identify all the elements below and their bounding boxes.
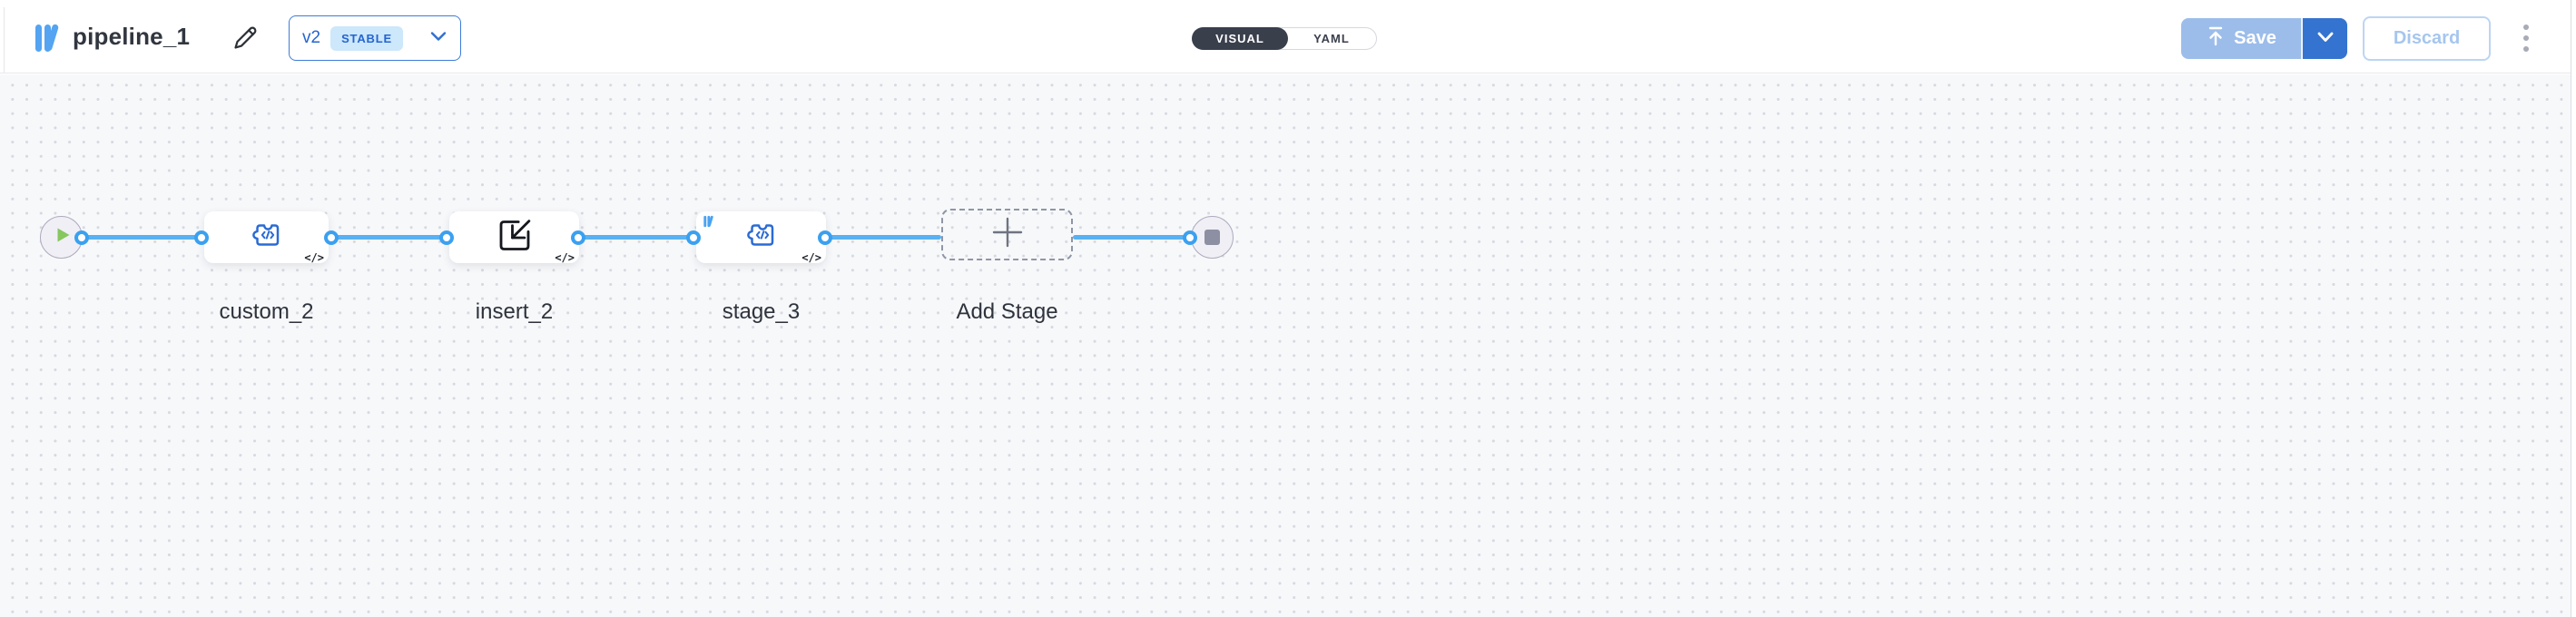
stage-label-custom-2: custom_2 — [219, 299, 314, 324]
edge-insert2-stage3 — [578, 235, 693, 240]
edit-title-button[interactable] — [230, 24, 261, 54]
import-arrow-icon — [497, 217, 533, 259]
port-stage3-out[interactable] — [818, 230, 832, 245]
brand-logo-icon — [34, 23, 64, 58]
save-button[interactable]: Save — [2181, 18, 2303, 59]
port-insert2-in[interactable] — [439, 230, 454, 245]
puzzle-code-icon — [251, 221, 282, 253]
stage-label-stage-3: stage_3 — [722, 299, 801, 324]
port-stage3-in[interactable] — [686, 230, 701, 245]
play-icon — [56, 227, 71, 248]
port-end-in[interactable] — [1183, 230, 1197, 245]
code-badge: </> — [304, 251, 324, 264]
tab-visual[interactable]: VISUAL — [1192, 27, 1288, 50]
chevron-down-icon — [2315, 31, 2335, 46]
more-options-button[interactable] — [2512, 16, 2540, 60]
pipeline-end-node[interactable] — [1191, 216, 1234, 259]
view-mode-toggle: VISUAL YAML — [1192, 27, 1377, 50]
port-custom2-out[interactable] — [324, 230, 339, 245]
code-badge: </> — [555, 251, 575, 264]
plus-icon — [990, 215, 1025, 254]
stop-icon — [1204, 230, 1220, 245]
kebab-dot — [2523, 35, 2529, 41]
brand-logo-mini-icon — [703, 215, 716, 232]
left-divider — [4, 7, 5, 73]
edge-custom2-insert2 — [331, 235, 447, 240]
stage-node-custom-2[interactable]: </> — [204, 211, 329, 264]
pipeline-start-node[interactable] — [40, 216, 83, 259]
version-label: v2 — [302, 28, 321, 47]
save-options-button[interactable] — [2303, 18, 2347, 59]
stage-node-insert-2[interactable]: </> — [449, 211, 579, 264]
edge-start-custom2 — [82, 235, 202, 240]
tab-yaml[interactable]: YAML — [1313, 32, 1350, 45]
port-insert2-out[interactable] — [571, 230, 585, 245]
discard-button[interactable]: Discard — [2363, 16, 2491, 61]
port-custom2-in[interactable] — [194, 230, 209, 245]
port-start-out[interactable] — [74, 230, 89, 245]
pipeline-canvas[interactable] — [0, 74, 2571, 617]
edge-stage3-addstage — [825, 235, 941, 240]
version-dropdown[interactable]: v2 STABLE — [289, 15, 461, 61]
kebab-dot — [2523, 46, 2529, 52]
stage-node-stage-3[interactable]: </> — [696, 211, 826, 264]
chevron-down-icon — [429, 30, 447, 46]
stage-label-insert-2: insert_2 — [475, 299, 554, 324]
stage-label-add-stage: Add Stage — [956, 299, 1058, 324]
add-stage-button[interactable] — [941, 209, 1073, 260]
save-split-button: Save — [2181, 18, 2347, 59]
page-title: pipeline_1 — [73, 23, 191, 50]
right-gutter — [2571, 0, 2576, 617]
puzzle-code-icon — [746, 221, 777, 253]
header-bar: pipeline_1 v2 STABLE VISUAL YAML — [0, 0, 2576, 73]
upload-icon — [2206, 25, 2226, 53]
code-badge: </> — [801, 251, 821, 264]
save-label: Save — [2234, 28, 2276, 48]
version-status-badge: STABLE — [330, 25, 403, 51]
pencil-icon — [231, 24, 260, 54]
kebab-dot — [2523, 24, 2529, 30]
edge-addstage-end — [1073, 235, 1190, 240]
